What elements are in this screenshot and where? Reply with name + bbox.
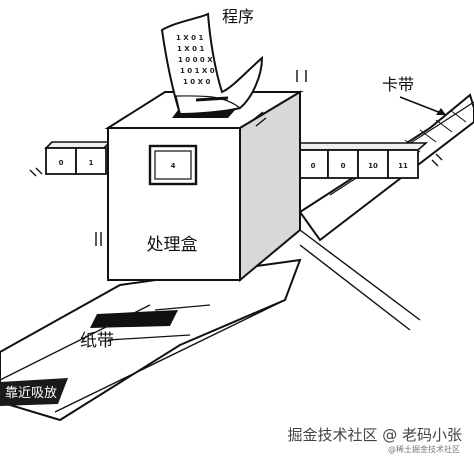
paper-tape [0,258,302,422]
program-row-5: 1 0 X 0 [183,78,210,86]
program-row-3: 1 0 0 0 X [178,56,213,64]
right-cell-1: 0 [311,162,316,170]
program-sheet: 1 X 0 1 1 X 0 1 1 0 0 0 X 1 0 1 X 0 1 0 … [160,12,264,116]
processor-label: 处理盒 [147,235,198,255]
program-label: 程序 [222,7,254,26]
tape-label: 卡带 [382,75,414,94]
program-row-1: 1 X 0 1 [176,34,203,42]
right-cell-3: 10 [368,162,378,170]
left-cell-0: 0 [59,159,64,167]
right-cell-4: 11 [398,162,408,170]
card-tape [298,93,474,331]
motion-marks [29,70,443,246]
right-cell-2: 0 [341,162,346,170]
paper-tape-label: 纸带 [80,331,114,351]
left-cell-1: 1 [89,159,94,167]
tape-arrow [399,96,446,115]
program-row-2: 1 X 0 1 [177,45,204,53]
watermark-sub: @稀土掘金技术社区 [388,445,460,454]
paper-tape-partial-text: 靠近吸放 [5,386,57,401]
left-cell-strip: 0 1 [44,141,112,175]
processor-box: 4 处理盒 [104,90,304,283]
watermark-main: 掘金技术社区 @ 老码小张 [287,426,462,444]
screen-digit: 4 [171,162,176,170]
program-row-4: 1 0 1 X 0 [180,67,215,75]
